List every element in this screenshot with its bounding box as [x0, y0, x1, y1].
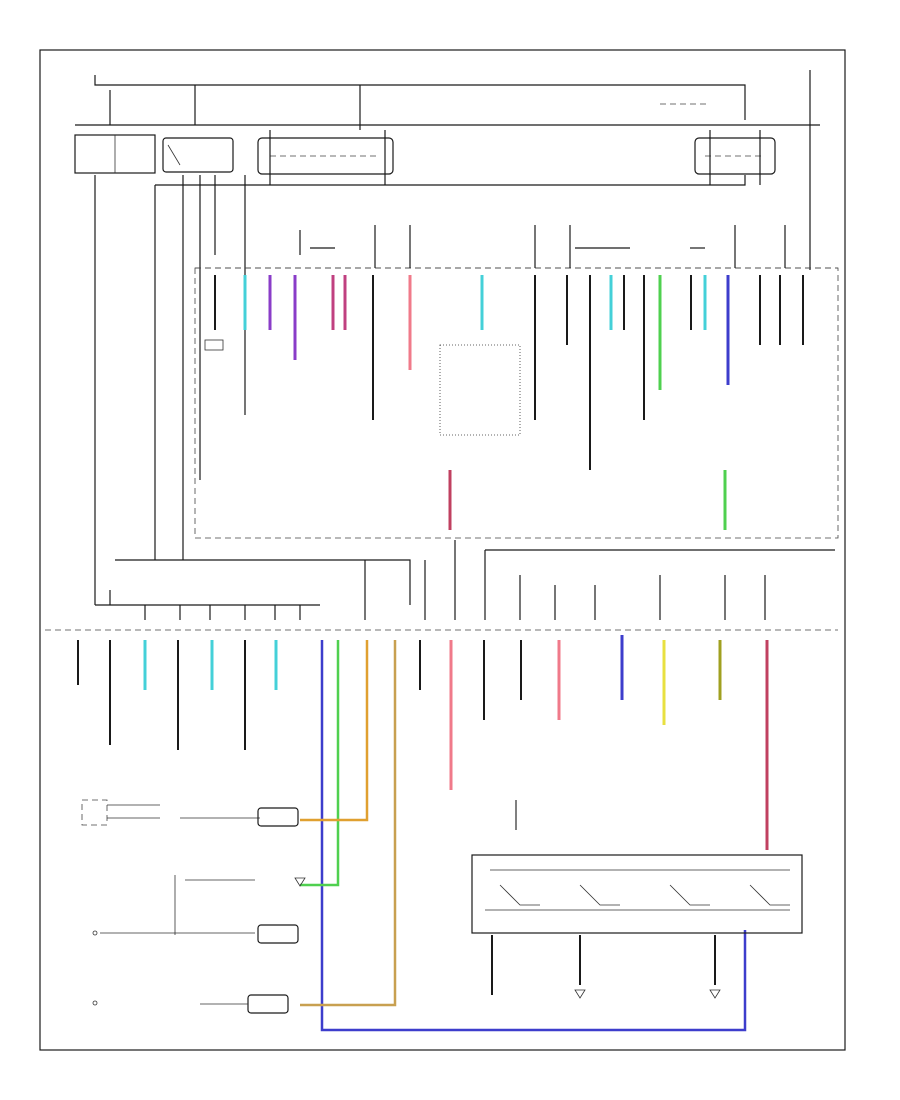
ground-symbol-3 — [709, 989, 721, 999]
top-power-section — [74, 70, 820, 605]
lower-wires — [77, 635, 769, 1032]
lower-right-switch — [471, 854, 803, 999]
ground-symbol-2 — [574, 989, 586, 999]
component-box-2 — [257, 924, 299, 944]
switch-block — [471, 854, 803, 934]
component-box-1 — [257, 807, 299, 827]
switch-upper — [81, 799, 108, 826]
ground-symbol — [294, 877, 306, 887]
fuse-block-right — [694, 137, 776, 175]
component-box-3 — [247, 994, 289, 1014]
upper-connector-band — [194, 225, 839, 539]
lower-left-components — [81, 799, 306, 1014]
fuse-box-left — [162, 137, 234, 173]
middle-bus-section — [45, 540, 838, 631]
diagram-border — [39, 49, 846, 1051]
fuse-block-center — [257, 137, 394, 175]
